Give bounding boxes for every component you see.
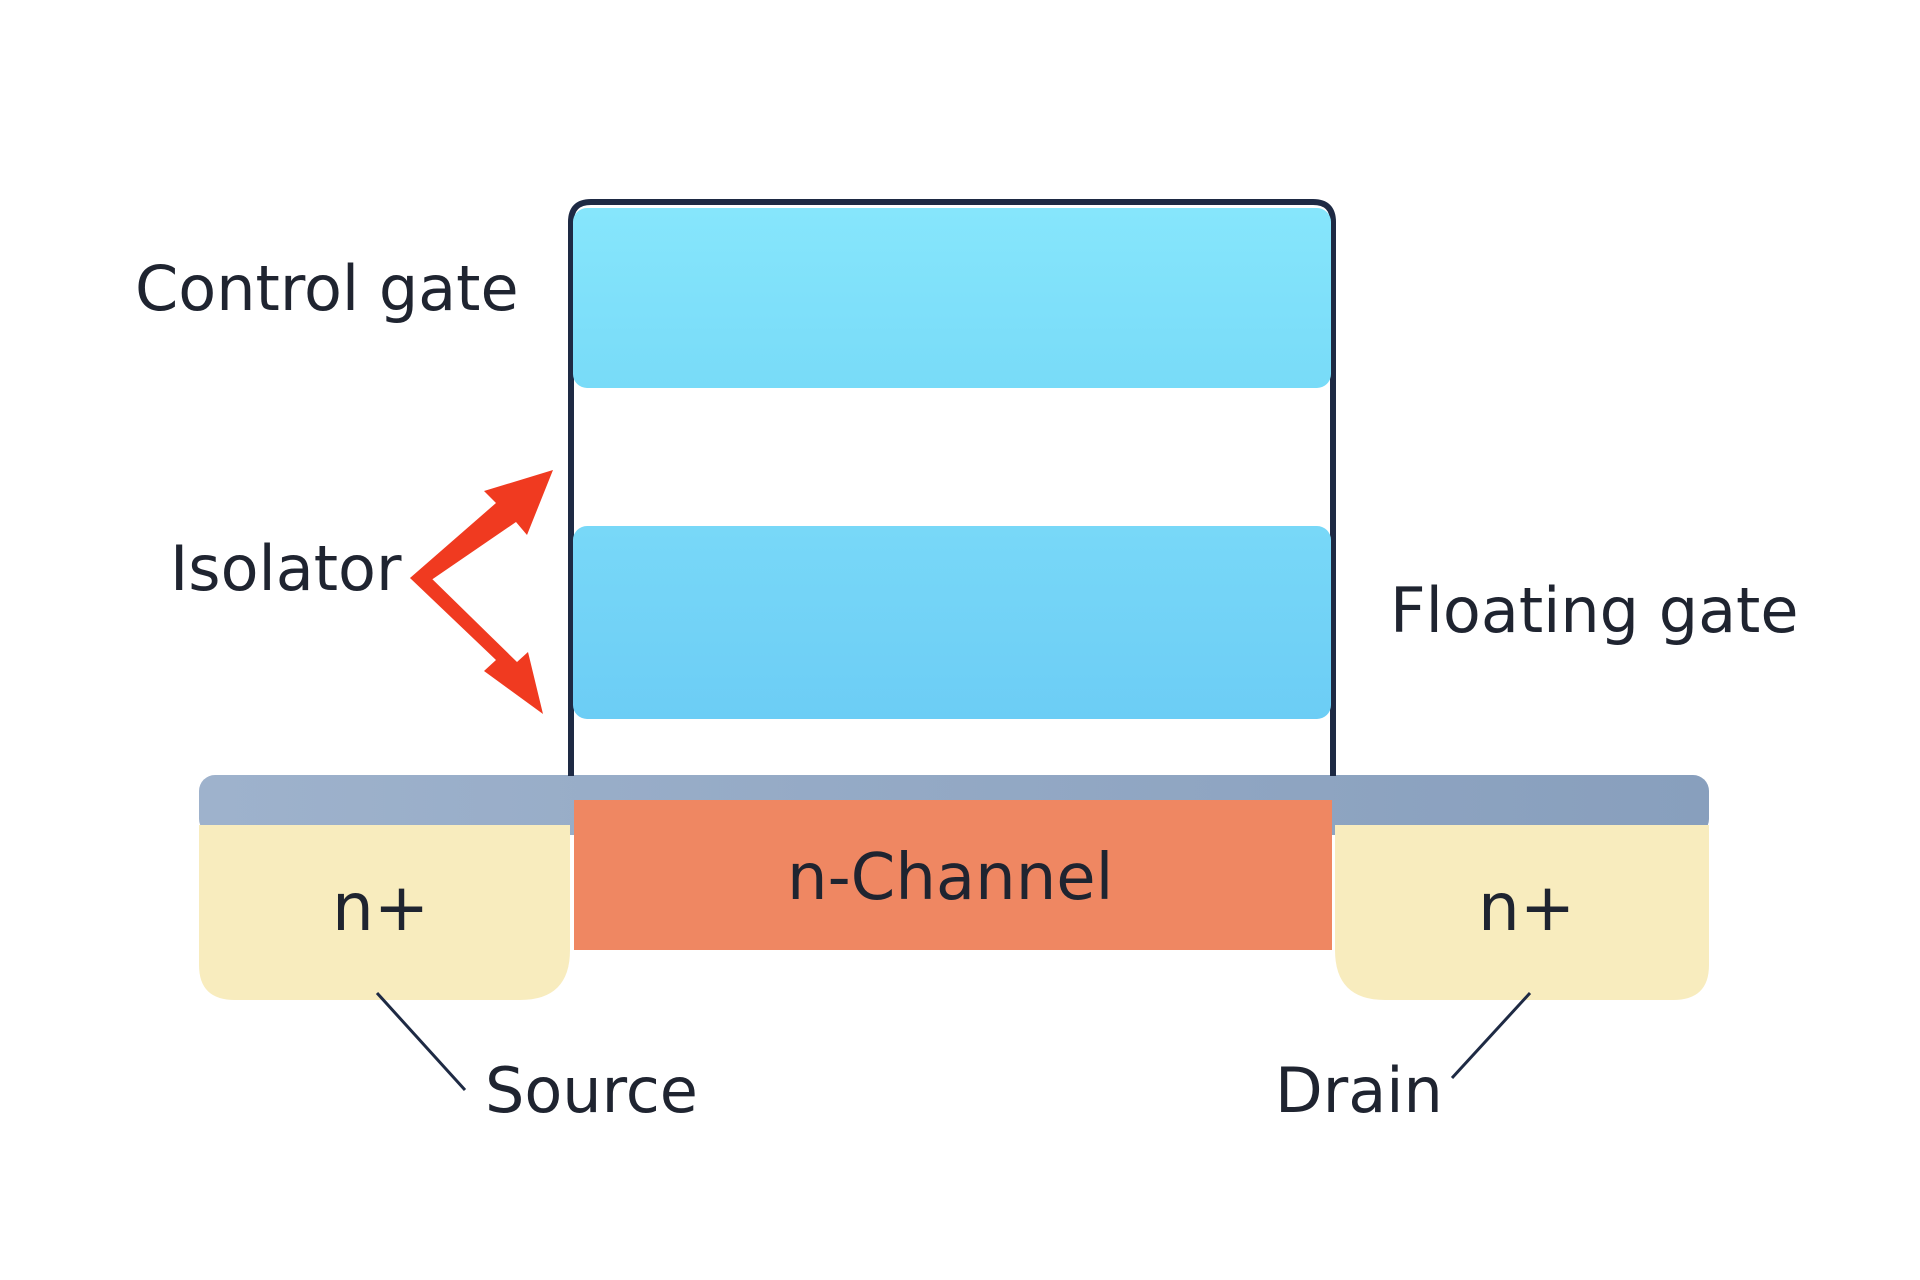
isolator-label: Isolator xyxy=(170,532,402,605)
n-channel-label: n-Channel xyxy=(787,841,1114,915)
arrow-down-icon xyxy=(410,571,543,714)
isolator-arrows xyxy=(410,470,553,714)
n-plus-drain-region xyxy=(1335,825,1709,1000)
source-leader-line xyxy=(375,991,467,1092)
control-gate-block xyxy=(573,208,1331,388)
drain-leader-line xyxy=(1450,991,1532,1080)
n-plus-source-region xyxy=(199,825,570,1000)
control-gate-label: Control gate xyxy=(135,252,519,325)
n-plus-drain-label: n+ xyxy=(1478,869,1576,946)
floating-gate-block xyxy=(573,526,1331,719)
source-label: Source xyxy=(485,1054,698,1127)
drain-label: Drain xyxy=(1275,1054,1443,1127)
floating-gate-label: Floating gate xyxy=(1390,574,1799,647)
n-plus-source-label: n+ xyxy=(332,869,430,946)
gate-stack-outline xyxy=(568,199,1336,776)
arrow-up-icon xyxy=(410,470,553,585)
n-channel-region xyxy=(574,800,1332,950)
